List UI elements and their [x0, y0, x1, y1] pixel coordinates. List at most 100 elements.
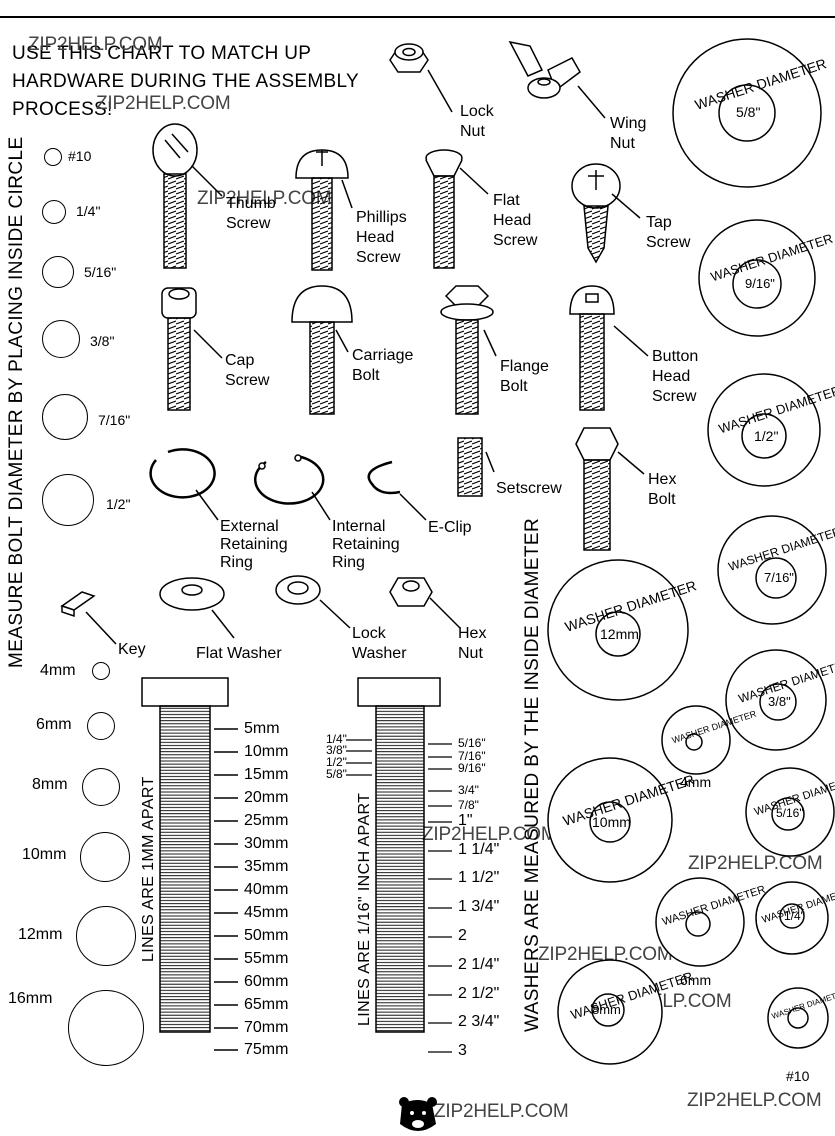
wing-nut-icon	[508, 40, 606, 119]
inch-right-label: 3/4"	[458, 783, 479, 797]
bolt-size-label: 1/4"	[76, 203, 101, 219]
setscrew-icon	[457, 437, 495, 497]
watermark: ZIP2HELP.COM	[434, 1101, 569, 1122]
metric-size-label: 16mm	[8, 990, 53, 1007]
flat-head-screw-icon	[425, 149, 489, 269]
bolt-circle-3-8	[42, 320, 80, 358]
washer-7-16	[717, 515, 827, 625]
label-lock-washer: Lock Washer	[352, 625, 407, 662]
washer-size-label: 7/16"	[764, 570, 794, 585]
washer-1-4	[755, 881, 829, 955]
label-key: Key	[118, 641, 146, 658]
label-flat-washer: Flat Washer	[196, 645, 282, 662]
washer-12mm	[547, 559, 689, 701]
mm-ruler-label: 75mm	[244, 1041, 289, 1058]
e-clip-icon	[367, 460, 427, 521]
label-phillips-screw: Phillips Head Screw	[356, 209, 407, 266]
label-lock-nut: Lock Nut	[460, 103, 494, 140]
watermark: ZIP2HELP.COM	[28, 34, 163, 55]
label-flange-bolt: Flange Bolt	[500, 358, 549, 395]
washer-size-label: 6mm	[680, 972, 712, 988]
hex-nut-icon	[389, 577, 461, 629]
washer-size-label: 5/8"	[736, 104, 761, 120]
inch-left-label: 5/8"	[326, 767, 347, 781]
washer-3-8	[725, 649, 827, 751]
flange-bolt-icon	[440, 285, 497, 415]
label-setscrew: Setscrew	[496, 480, 562, 497]
inch-right-label: 1 3/4"	[458, 898, 500, 915]
mm-ruler-label: 10mm	[244, 743, 289, 760]
inch-right-label: 7/16"	[458, 749, 486, 763]
bolt-size-label: 3/8"	[90, 333, 115, 349]
label-external-ring: External Retaining Ring	[220, 518, 288, 571]
washer-size-label: 4mm	[680, 774, 712, 790]
inch-ruler-leaders	[346, 739, 452, 1053]
label-carriage-bolt: Carriage Bolt	[352, 347, 414, 384]
bolt-size-label: 1/2"	[106, 496, 131, 512]
carriage-bolt-icon	[291, 285, 353, 415]
inch-left-label: 1/4"	[326, 732, 347, 746]
inch-right-label: 2 1/4"	[458, 956, 500, 973]
watermark: ZIP2HELP.COM	[538, 944, 673, 965]
watermark: ZIP2HELP.COM	[96, 93, 231, 114]
washer-10mm	[547, 757, 673, 883]
bolt-circle-1-4	[42, 200, 66, 224]
bolt-size-label: 7/16"	[98, 412, 131, 428]
washer-4mm	[661, 705, 731, 775]
bolt-circle-7-16	[42, 394, 88, 440]
washer-size-label: 10mm	[592, 814, 631, 830]
watermark: ZIP2HELP.COM	[422, 824, 557, 845]
mm-ruler-label: 55mm	[244, 950, 289, 967]
inch-right-label: 2	[458, 927, 467, 944]
label-internal-ring: Internal Retaining Ring	[332, 518, 400, 571]
lock-nut-icon	[389, 43, 453, 113]
intro-line-2: HARDWARE DURING THE ASSEMBLY	[12, 71, 359, 92]
mm-ruler-label: 65mm	[244, 996, 289, 1013]
internal-retaining-ring-icon	[253, 454, 331, 521]
mm-ruler-label: 25mm	[244, 812, 289, 829]
metric-size-label: 4mm	[40, 662, 76, 679]
label-tap-screw: Tap Screw	[646, 214, 691, 251]
inch-right-label: 1 1/2"	[458, 869, 500, 886]
metric-size-label: 8mm	[32, 776, 68, 793]
label-thumb-screw: Thumb Screw	[226, 195, 276, 232]
bolt-circle-16mm	[68, 990, 144, 1066]
washer-10	[767, 987, 829, 1049]
washer-5-8	[672, 38, 822, 188]
label-hex-bolt: Hex Bolt	[648, 471, 677, 508]
watermark: ZIP2HELP.COM	[688, 853, 823, 874]
intro-text: USE THIS CHART TO MATCH UP HARDWARE DURI…	[12, 40, 392, 124]
inch-ruler	[357, 677, 441, 1033]
washer-9-16	[698, 219, 816, 337]
mm-ruler-label: 50mm	[244, 927, 289, 944]
hex-bolt-icon	[575, 427, 645, 551]
washer-size-label: 8mm	[592, 1002, 621, 1017]
bolt-circle-5-16	[42, 256, 74, 288]
inch-right-label: 5/16"	[458, 736, 486, 750]
washer-5-16	[745, 767, 835, 857]
washer-size-label: 9/16"	[745, 276, 775, 291]
flat-washer-icon	[159, 577, 235, 639]
bolt-circle-10mm	[80, 832, 130, 882]
inch-right-label: 9/16"	[458, 761, 486, 775]
inch-right-label: 1"	[458, 812, 473, 829]
mm-ruler-leaders	[214, 728, 238, 1051]
bolt-circle-12mm	[76, 906, 136, 966]
inch-right-label: 7/8"	[458, 798, 479, 812]
watermark: ZIP2HELP.COM	[197, 188, 332, 209]
cap-screw-icon	[161, 287, 223, 411]
watermark: ZIP2HELP.COM	[687, 1090, 822, 1111]
inch-left-label: 1/2"	[326, 755, 347, 769]
label-wing-nut: Wing Nut	[610, 115, 647, 152]
washer-size-label: 12mm	[600, 626, 639, 642]
bolt-circle-10	[44, 148, 62, 166]
mm-ruler-label: 40mm	[244, 881, 289, 898]
lock-washer-icon	[275, 575, 351, 629]
mm-ruler-label: 60mm	[244, 973, 289, 990]
label-flat-head-screw: Flat Head Screw	[493, 192, 538, 249]
mm-ruler-label: 5mm	[244, 720, 280, 737]
mm-ruler-label: 45mm	[244, 904, 289, 921]
label-hex-nut: Hex Nut	[458, 625, 487, 662]
mm-ruler-label: 20mm	[244, 789, 289, 806]
